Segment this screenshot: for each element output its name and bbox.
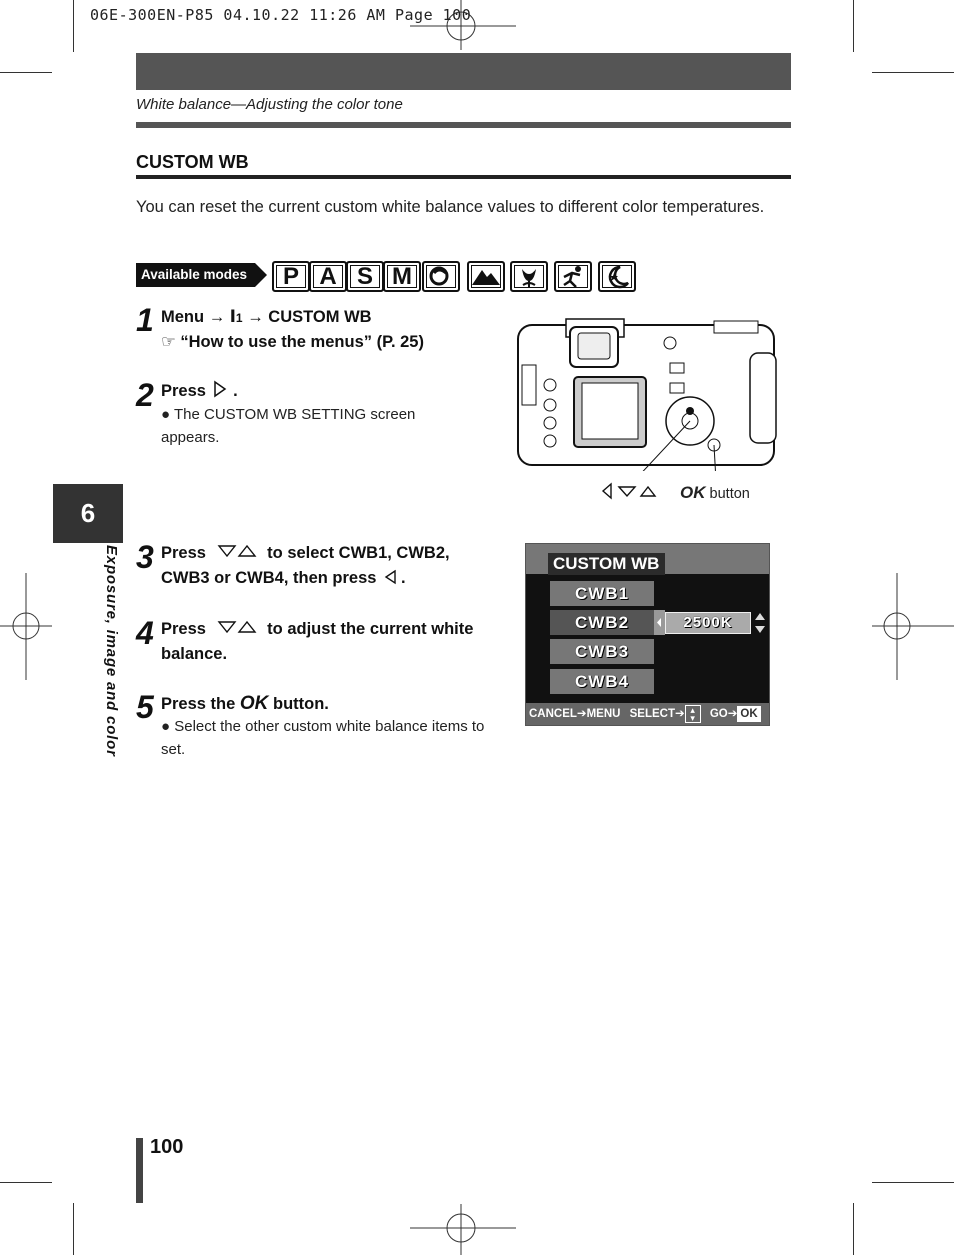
step-2-period: . [233,382,238,400]
section-rule [136,175,791,179]
step-3-instruction: to select CWB1, CWB2, CWB3 or CWB4, then… [161,544,450,587]
footer-go: GO [709,708,728,720]
arrow-pad-left-down-up-icon [601,482,657,505]
landscape-icon [467,261,505,292]
header-bar [136,53,791,90]
arrow-down-up-icon [217,620,257,634]
cwb3-item: CWB3 [550,639,654,664]
cwb2-item: CWB2 [550,610,654,635]
step-4-instruction: to adjust the current white balance. [161,620,474,663]
arrow-right-pad-icon [213,380,226,398]
intro-paragraph: You can reset the current custom white b… [136,198,765,216]
reference-hand-icon: ☞ [161,333,176,351]
ok-label: OK [239,693,269,714]
crop-mark [73,1203,74,1255]
available-modes-label: Available modes [136,263,268,287]
arrow-right-icon: → [208,308,226,326]
step-3-text: Press to select CWB1, CWB2, CWB3 or CWB4… [161,541,491,591]
chapter-tab: 6 [53,484,123,543]
crop-mark [0,1182,52,1183]
chapter-title: Exposure, image and color [103,545,120,757]
camera-illustration [517,318,777,471]
step-5-button: button. [272,695,329,713]
crop-mark [73,0,74,52]
step-4-press: Press [161,620,206,638]
menu-word: Menu [161,308,205,326]
section-title: CUSTOM WB [136,152,249,172]
footer-cancel: CANCEL [529,708,577,720]
menu-tab-number: 1 [235,311,243,325]
step-5-text: Press the OK button. [161,691,329,717]
arrow-right-icon: ➔ [675,708,685,720]
cwb1-item: CWB1 [550,581,654,606]
menu-item: CUSTOM WB [268,308,372,326]
step-number: 3 [136,539,154,575]
step-5-bullet-text: Select the other custom white balance it… [161,718,485,758]
up-down-arrows-icon [755,613,765,633]
step-3-press: Press [161,544,206,562]
selection-connector [654,610,665,635]
bullet-dot: ● [161,718,171,735]
arrow-right-icon: ➔ [727,708,738,720]
ok-label: OK [680,483,706,502]
custom-wb-screen: CUSTOM WB CWB1 CWB2 CWB3 CWB4 2500K CANC… [525,543,770,726]
step-3-period: . [401,569,406,587]
night-scene-icon [598,261,636,292]
mode-s: S [346,261,384,292]
step-number: 4 [136,615,154,651]
header-rule [136,122,791,128]
sports-icon [554,261,592,292]
crop-mark [872,72,954,73]
step-4-text: Press to adjust the current white balanc… [161,617,501,667]
select-arrows-icon: ▴▾ [684,704,701,723]
footer-select: SELECT [629,708,676,720]
page-number: 100 [150,1136,184,1158]
step-number: 2 [136,377,154,413]
step-number: 1 [136,302,154,338]
step-2-press: Press [161,382,206,400]
footer-ok: OK [737,705,761,722]
print-slug: 06E-300EN-P85 04.10.22 11:26 AM Page 100 [90,6,472,24]
mode-a: A [309,261,347,292]
step-number: 5 [136,689,154,725]
button-word: button [709,486,750,502]
mode-p: P [272,261,310,292]
crop-mark [872,1182,954,1183]
crop-mark [0,72,52,73]
reference-text: “How to use the menus” (P. 25) [180,333,424,351]
menu-reference: ☞ “How to use the menus” (P. 25) [161,330,424,355]
setting-tab-icon: Ⅰ [229,308,236,326]
step-1-text: Menu → Ⅰ1 → CUSTOM WB [161,305,372,331]
step-5-press: Press the [161,695,236,713]
step-2-text: Press . [161,379,238,404]
step-2-bullet-text: The CUSTOM WB SETTING screen appears. [161,406,416,446]
crop-mark [853,1203,854,1255]
mode-m: M [383,261,421,292]
ok-button-label: OK button [680,483,750,503]
bullet-dot: ● [161,406,171,423]
arrow-right-icon: → [247,308,264,326]
arrow-left-pad-icon [384,569,396,585]
color-temperature-value: 2500K [665,612,751,634]
step-2-bullet: ● The CUSTOM WB SETTING screen appears. [161,403,461,449]
screen-title: CUSTOM WB [548,553,665,575]
step-5-bullet: ● Select the other custom white balance … [161,715,491,761]
page-subtitle: White balance—Adjusting the color tone [136,96,403,113]
screen-footer: CANCEL➔MENU SELECT➔▴▾ GO➔OK [526,703,769,725]
cwb4-item: CWB4 [550,669,654,694]
arrow-down-up-icon [217,544,257,558]
crop-mark [853,0,854,52]
arrow-right-icon: ➔ [576,708,587,720]
macro-icon [510,261,548,292]
portrait-icon [422,261,460,292]
footer-menu: MENU [586,708,621,720]
page-number-bar [136,1138,143,1203]
